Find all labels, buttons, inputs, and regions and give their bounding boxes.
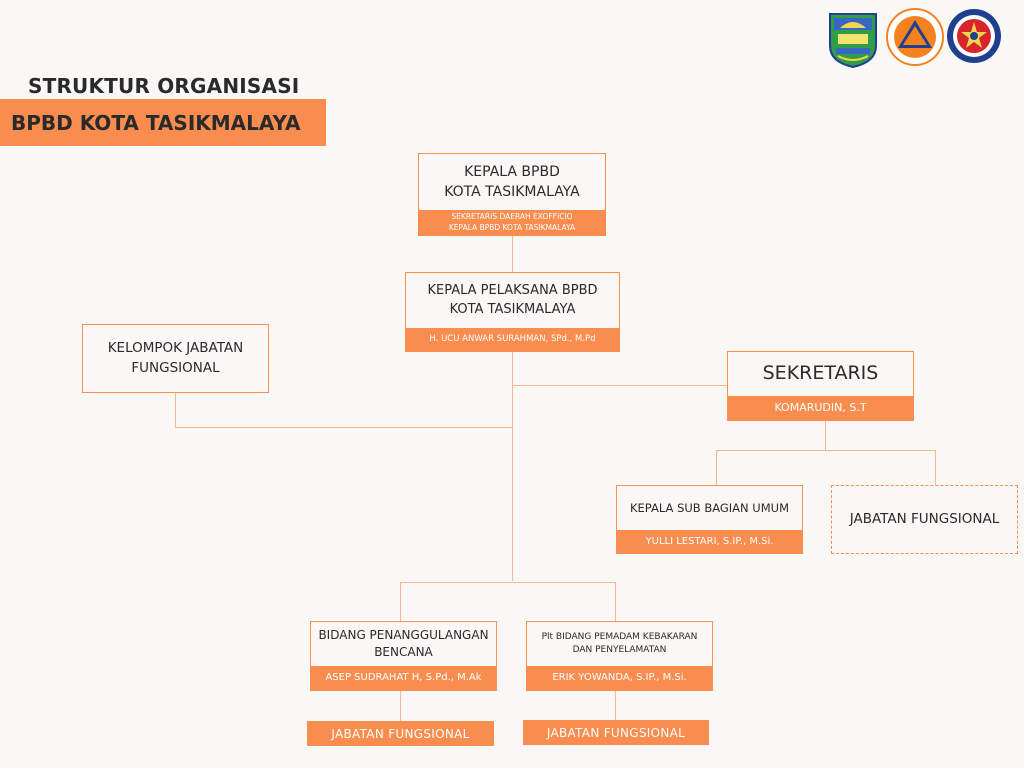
node-title: Plt BIDANG PEMADAM KEBAKARAN DAN PENYELA… <box>541 631 698 655</box>
node-title: JABATAN FUNGSIONAL <box>849 510 1000 527</box>
connector-line <box>935 450 936 486</box>
connector-line <box>175 393 176 428</box>
node-title: KEPALA PELAKSANA BPBD KOTA TASIKMALAYA <box>427 282 598 317</box>
node-jabatan-fungsional-pemadam: JABATAN FUNGSIONAL <box>523 720 709 745</box>
node-kasubag-umum: KEPALA SUB BAGIAN UMUM YULLI LESTARI, S.… <box>616 485 803 554</box>
connector-line <box>175 427 513 428</box>
connector-line <box>825 420 826 451</box>
page-title: STRUKTUR ORGANISASI <box>28 74 300 98</box>
node-holder: ASEP SUDRAHAT H, S.Pd., M.Ak <box>311 666 496 690</box>
connector-line <box>716 450 717 486</box>
node-sekretaris: SEKRETARIS KOMARUDIN, S.T <box>727 351 914 421</box>
node-jabatan-fungsional-penanggulangan: JABATAN FUNGSIONAL <box>307 721 494 746</box>
kota-tasikmalaya-emblem-icon <box>826 10 880 69</box>
node-title: KEPALA BPBD KOTA TASIKMALAYA <box>444 163 580 200</box>
bpbd-triangle-emblem-icon <box>886 8 944 66</box>
node-bidang-penanggulangan-bencana: BIDANG PENANGGULANGAN BENCANA ASEP SUDRA… <box>310 621 497 691</box>
connector-line <box>400 582 616 583</box>
node-kelompok-jabatan-fungsional: KELOMPOK JABATAN FUNGSIONAL <box>82 324 269 393</box>
node-holder: YULLI LESTARI, S.IP., M.Si. <box>617 530 802 553</box>
node-holder: KOMARUDIN, S.T <box>728 396 913 420</box>
node-kepala-pelaksana: KEPALA PELAKSANA BPBD KOTA TASIKMALAYA H… <box>405 272 620 352</box>
damkar-emblem-icon <box>946 8 1002 66</box>
connector-line <box>615 582 616 622</box>
connector-line <box>512 235 513 272</box>
node-jabatan-fungsional-sekretariat: JABATAN FUNGSIONAL <box>831 485 1018 554</box>
connector-line <box>512 385 728 386</box>
node-title: KELOMPOK JABATAN FUNGSIONAL <box>107 339 244 376</box>
node-title: KEPALA SUB BAGIAN UMUM <box>630 500 789 515</box>
node-title: JABATAN FUNGSIONAL <box>331 726 470 741</box>
node-holder: H. UCU ANWAR SURAHMAN, SPd., M.Pd <box>406 328 619 351</box>
node-title: JABATAN FUNGSIONAL <box>546 725 686 740</box>
connector-line <box>615 690 616 721</box>
node-holder: SEKRETARIS DAERAH EXOFFICIO KEPALA BPBD … <box>419 210 605 235</box>
connector-line <box>400 582 401 622</box>
org-name-banner: BPBD KOTA TASIKMALAYA <box>0 99 326 146</box>
node-kepala-bpbd: KEPALA BPBD KOTA TASIKMALAYA SEKRETARIS … <box>418 153 606 236</box>
node-bidang-pemadam-kebakaran: Plt BIDANG PEMADAM KEBAKARAN DAN PENYELA… <box>526 621 713 691</box>
connector-line <box>512 351 513 581</box>
org-name-text: BPBD KOTA TASIKMALAYA <box>11 110 301 135</box>
connector-line <box>716 450 935 451</box>
node-title: SEKRETARIS <box>762 362 879 385</box>
node-title: BIDANG PENANGGULANGAN BENCANA <box>318 627 489 659</box>
node-holder: ERIK YOWANDA, S.IP., M.Si. <box>527 666 712 690</box>
connector-line <box>400 690 401 721</box>
